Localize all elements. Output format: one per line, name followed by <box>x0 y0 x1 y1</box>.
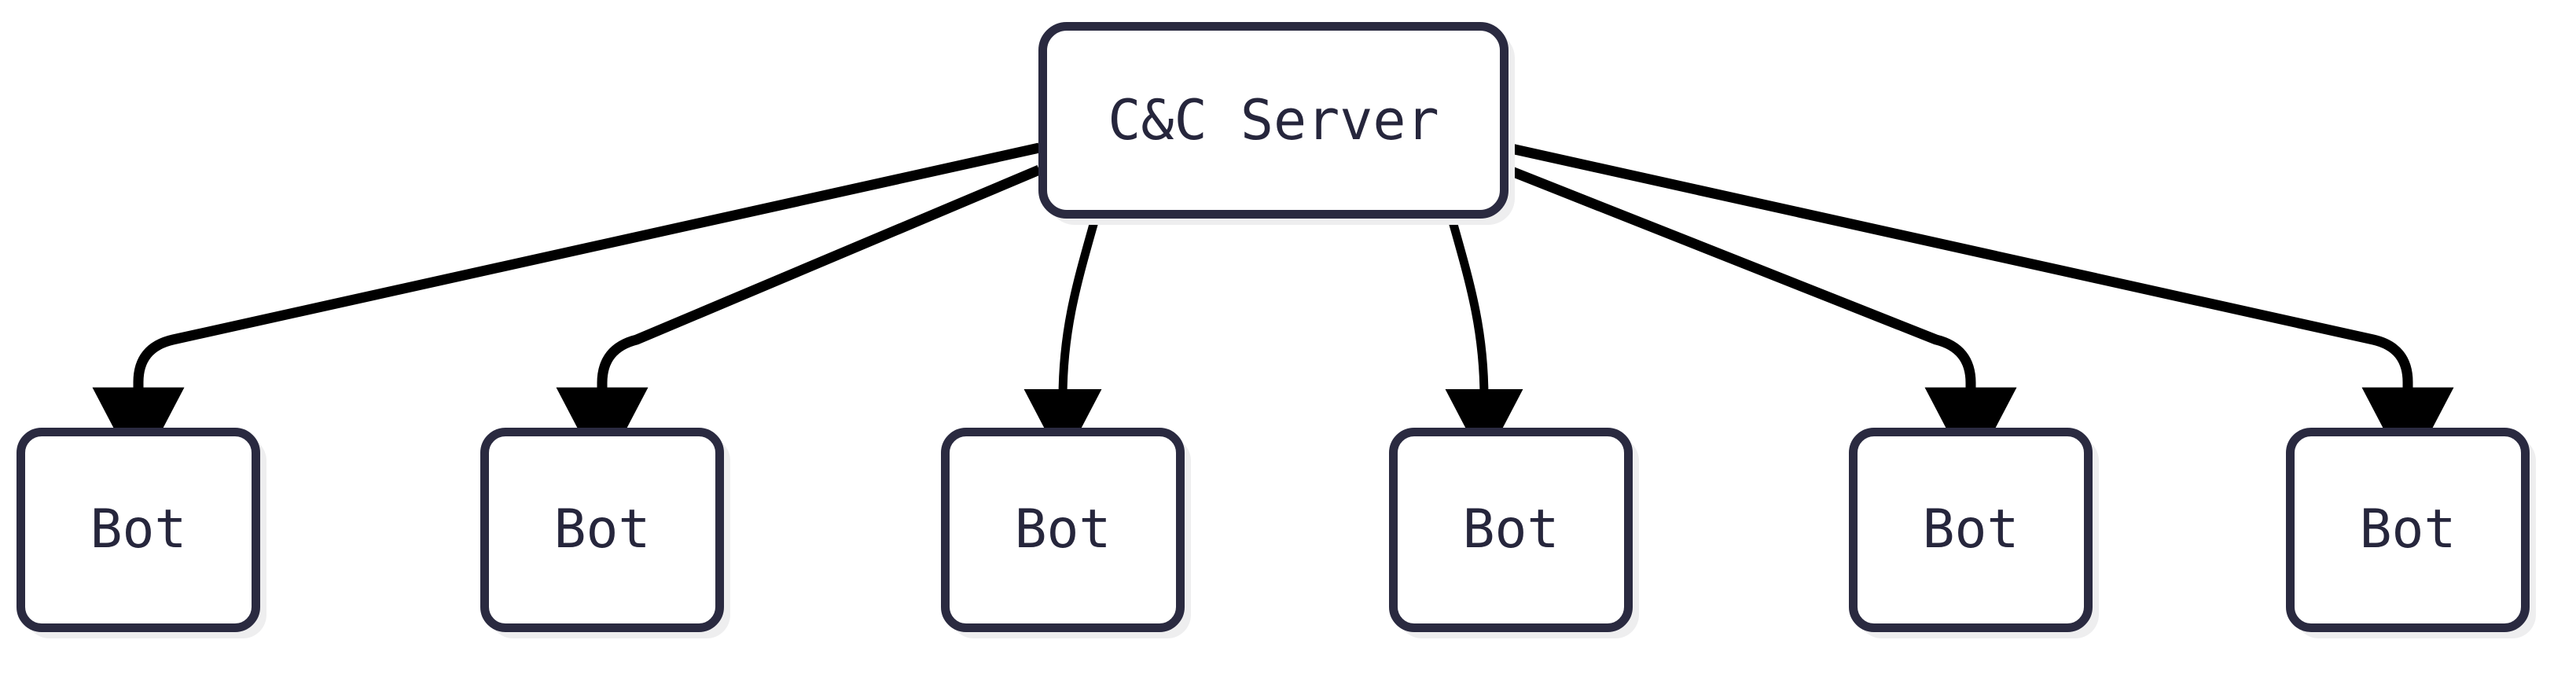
node-bot-6[interactable]: Bot <box>2286 428 2530 632</box>
node-bot-1-label: Bot <box>90 498 187 561</box>
edge-cc-bot-4 <box>1505 164 2017 476</box>
node-bot-2[interactable]: Bot <box>480 428 724 632</box>
node-bot-5-label: Bot <box>1922 498 2019 561</box>
node-cc-server[interactable]: C&C Server <box>1038 22 1508 219</box>
edge-cc-bot-3 <box>1445 220 1523 464</box>
node-bot-4[interactable]: Bot <box>1389 428 1633 632</box>
node-bot-2-label: Bot <box>553 498 651 561</box>
node-bot-4-label: Bot <box>1462 498 1560 561</box>
node-bot-1[interactable]: Bot <box>17 428 260 632</box>
node-cc-server-label: C&C Server <box>1108 88 1439 153</box>
node-bot-5[interactable]: Bot <box>1849 428 2093 632</box>
node-bot-3[interactable]: Bot <box>941 428 1185 632</box>
edge-cc-bot-5 <box>1506 142 2454 476</box>
edge-cc-bot-0 <box>92 142 1041 476</box>
node-bot-3-label: Bot <box>1014 498 1112 561</box>
node-bot-6-label: Bot <box>2359 498 2457 561</box>
edge-cc-bot-2 <box>1023 220 1102 464</box>
edge-cc-bot-1 <box>556 165 1042 476</box>
